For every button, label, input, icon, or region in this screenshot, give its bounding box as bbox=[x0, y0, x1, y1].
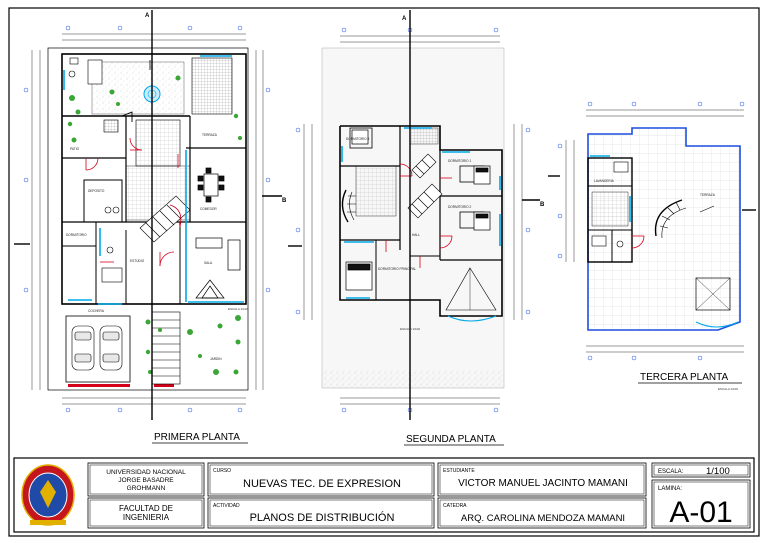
entry-stairs bbox=[151, 311, 181, 385]
plan-scale-segunda: ESCALA 1/100 bbox=[400, 327, 420, 331]
terrace-deck bbox=[587, 127, 741, 331]
chair-label: CATEDRA bbox=[443, 503, 467, 509]
laundry-fixtures bbox=[591, 161, 629, 248]
scale-label: ESCALA: bbox=[658, 469, 684, 475]
sheet-label: LAMINA: bbox=[658, 486, 682, 492]
site-boundary bbox=[47, 47, 249, 391]
glazing-tercera bbox=[590, 155, 631, 222]
faculty-line1: FACULTAD DE bbox=[119, 504, 173, 513]
door-swings-tercera bbox=[631, 235, 645, 249]
section-mark-b-right-2: B bbox=[540, 202, 545, 208]
dining-set bbox=[197, 167, 225, 203]
course-value: NUEVAS TEC. DE EXPRESION bbox=[243, 478, 401, 490]
room-label-dorm-principal: DORMITORIO PRINCIPAL bbox=[378, 267, 416, 271]
sheet-value: A-01 bbox=[669, 496, 732, 529]
room-label-comedor: COMEDOR bbox=[200, 207, 217, 211]
room-label-lavanderia: LAVANDERIA bbox=[594, 179, 615, 183]
stair-tiles bbox=[191, 57, 233, 115]
student-label: ESTUDIANTE bbox=[443, 468, 475, 474]
garage-cars bbox=[65, 315, 131, 383]
room-label-jardin: JARDIN bbox=[210, 357, 222, 361]
roof-hatch bbox=[695, 277, 731, 311]
room-label-hall: HALL bbox=[412, 233, 420, 237]
roof-triangle bbox=[445, 267, 497, 311]
plan-segunda: DORMITORIO 1 DORMITORIO 2 DORMITORIO 3 D… bbox=[288, 10, 545, 446]
room-label-patio: PATIO bbox=[70, 147, 80, 151]
room-label-terraza-3: TERRAZA bbox=[700, 193, 716, 197]
room-label-terraza: TERRAZA bbox=[202, 133, 218, 137]
plan-title-tercera: TERCERA PLANTA bbox=[640, 372, 728, 383]
university-logo bbox=[21, 464, 75, 526]
course-label: CURSO bbox=[213, 468, 231, 474]
plan-title-primera: PRIMERA PLANTA bbox=[154, 432, 240, 443]
section-mark-a-top-2: A bbox=[402, 16, 407, 22]
patio-area bbox=[91, 61, 185, 115]
room-label-dormitorio: DORMITORIO bbox=[66, 233, 87, 237]
university-line1: UNIVERSIDAD NACIONAL bbox=[106, 469, 186, 476]
section-cuts-primera bbox=[14, 10, 282, 420]
room-label-dorm-2: DORMITORIO 2 bbox=[448, 205, 472, 209]
glazing-primera bbox=[63, 55, 244, 305]
plan-title-segunda: SEGUNDA PLANTA bbox=[406, 434, 496, 445]
activity-value: PLANOS DE DISTRIBUCIÓN bbox=[250, 511, 395, 524]
door-swings-primera bbox=[85, 137, 179, 267]
glazing-segunda bbox=[341, 127, 501, 299]
axis-bubbles bbox=[23, 25, 271, 413]
diagonal-stair-2 bbox=[407, 153, 443, 219]
section-mark-a-top: A bbox=[145, 13, 150, 19]
room-label-dorm-3: DORMITORIO 3 bbox=[346, 137, 370, 141]
section-mark-b-right: B bbox=[282, 198, 287, 204]
title-block: UNIVERSIDAD NACIONAL JORGE BASADRE GROHM… bbox=[13, 457, 755, 533]
room-label-cochera: COCHERA bbox=[88, 309, 105, 313]
plan-tercera: LAVANDERIA TERRAZA TERCERA PLANTA ESCALA… bbox=[548, 101, 756, 391]
room-label-sala: SALA bbox=[204, 261, 213, 265]
vegetation-primera bbox=[67, 75, 242, 375]
bath-fixtures-primera bbox=[68, 57, 123, 283]
chair-value: ARQ. CAROLINA MENDOZA MAMANI bbox=[461, 513, 625, 524]
activity-label: ACTIVIDAD bbox=[213, 503, 240, 509]
room-label-dorm-1: DORMITORIO 1 bbox=[448, 159, 472, 163]
section-cuts-segunda bbox=[288, 10, 540, 420]
beds-segunda bbox=[345, 129, 491, 291]
living-furniture bbox=[195, 237, 241, 299]
curved-stair-3 bbox=[654, 199, 687, 239]
university-line2: JORGE BASADRE bbox=[118, 477, 174, 484]
room-label-deposito: DEPOSITO bbox=[88, 189, 105, 193]
sheet-border bbox=[8, 7, 760, 537]
student-value: VICTOR MANUEL JACINTO MAMANI bbox=[458, 478, 628, 489]
section-cuts-tercera bbox=[548, 175, 756, 211]
plan-primera: PATIO DEPOSITO TERRAZA COMEDOR SALA ESTU… bbox=[14, 10, 287, 444]
axis-bubbles bbox=[557, 101, 745, 361]
university-line3: GROHMANN bbox=[127, 485, 166, 492]
street-strip bbox=[322, 370, 504, 388]
dimension-lines bbox=[565, 109, 744, 353]
scale-value: 1/100 bbox=[706, 466, 730, 477]
spiral-stair bbox=[341, 189, 356, 223]
dimension-lines bbox=[303, 35, 523, 405]
plan-scale-primera: ESCALA 1/100 bbox=[228, 307, 248, 311]
axis-bubbles bbox=[295, 27, 531, 413]
room-label-estudio: ESTUDIO bbox=[130, 259, 145, 263]
walls-tercera bbox=[587, 157, 633, 263]
plan-scale-tercera: ESCALA 1/100 bbox=[718, 387, 738, 391]
dimension-lines bbox=[31, 33, 264, 405]
faculty-line2: INGENIERIA bbox=[123, 513, 170, 522]
